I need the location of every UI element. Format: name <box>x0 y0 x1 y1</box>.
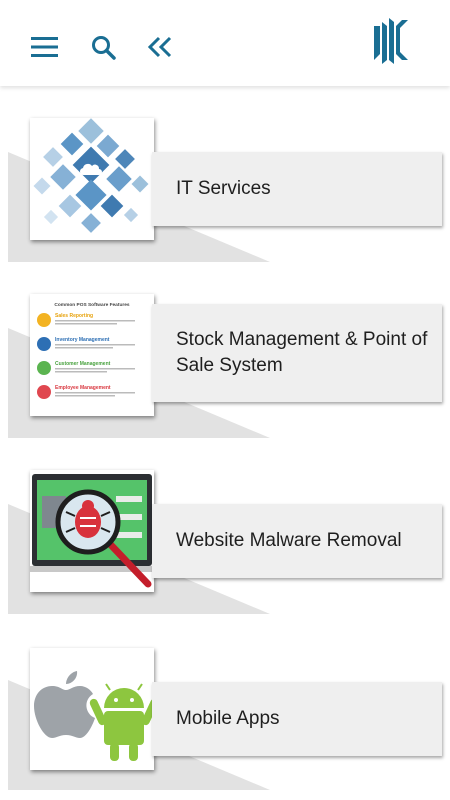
pos-item-sales: Sales Reporting <box>55 313 93 319</box>
brand-logo[interactable] <box>372 16 412 66</box>
service-card-it-services[interactable]: IT Services <box>0 112 450 272</box>
service-card-malware-removal[interactable]: Website Malware Removal <box>0 464 450 624</box>
pos-item-customer: Customer Management <box>55 361 111 367</box>
pos-item-employee: Employee Management <box>55 385 111 391</box>
service-card-mobile-apps[interactable]: Mobile Apps <box>0 640 450 800</box>
hamburger-menu-icon[interactable] <box>30 33 60 63</box>
app-header <box>0 0 450 86</box>
service-title-stock-management[interactable]: Stock Management & Point of Sale System <box>152 304 442 402</box>
pos-item-inventory: Inventory Management <box>55 337 110 343</box>
pos-software-features-image[interactable]: Common POS Software Features Sales Repor… <box>30 294 154 416</box>
double-chevron-left-icon[interactable] <box>145 33 175 63</box>
service-card-stock-management[interactable]: Common POS Software Features Sales Repor… <box>0 288 450 448</box>
service-title-it-services[interactable]: IT Services <box>152 152 442 226</box>
apple-android-logos-image[interactable] <box>30 648 154 770</box>
it-services-cloud-icons-image[interactable] <box>30 118 154 240</box>
malware-bug-magnifier-image[interactable] <box>30 470 154 592</box>
pos-image-heading: Common POS Software Features <box>54 302 129 308</box>
search-icon[interactable] <box>89 33 119 63</box>
service-title-mobile-apps[interactable]: Mobile Apps <box>152 682 442 756</box>
service-title-malware-removal[interactable]: Website Malware Removal <box>152 504 442 578</box>
